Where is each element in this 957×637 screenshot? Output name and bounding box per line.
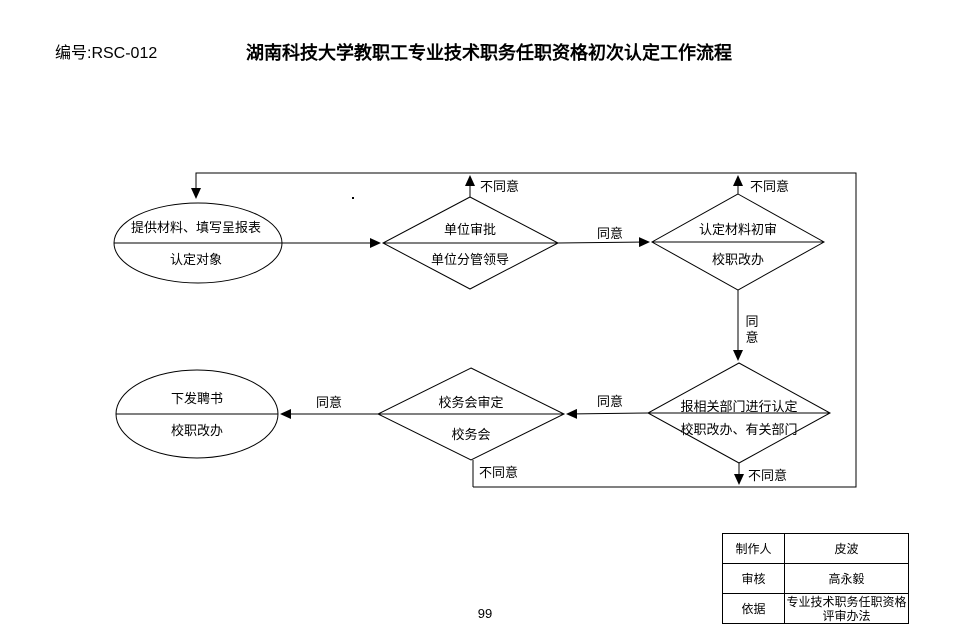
page-title: 湖南科技大学教职工专业技术职务任职资格初次认定工作流程 (246, 43, 732, 63)
edge-depts-to-council (566, 408, 649, 419)
node-issue-letter-action: 下发聘书 (171, 391, 223, 406)
node-related-depts-owner: 校职改办、有关部门 (680, 422, 797, 437)
node-initial-review: 认定材料初审 校职改办 (650, 193, 826, 291)
node-issue-letter: 下发聘书 校职改办 (115, 369, 279, 459)
table-row: 制作人 皮波 (722, 533, 909, 564)
node-start-action: 提供材料、填写呈报表 (131, 220, 261, 235)
edge-unit-to-review (557, 237, 650, 248)
label-disagree-depts: 不同意 (748, 468, 787, 483)
table-row: 依据 专业技术职务任职资格评审办法 (722, 593, 909, 624)
node-unit-approval-owner: 单位分管领导 (431, 252, 509, 267)
node-council-review-owner: 校务会 (451, 427, 490, 442)
node-council-review: 校务会审定 校务会 (376, 367, 566, 461)
node-unit-approval: 单位审批 单位分管领导 (381, 196, 560, 290)
disagree-feedback-path (191, 172, 857, 488)
label-agree-vertical-char2: 意 (745, 330, 758, 345)
table-cell-maker-value: 皮波 (784, 533, 909, 564)
node-related-depts-action: 报相关部门进行认定 (680, 399, 797, 414)
node-issue-letter-owner: 校职改办 (171, 423, 223, 438)
node-related-depts: 报相关部门进行认定 校职改办、有关部门 (646, 362, 832, 464)
node-start: 提供材料、填写呈报表 认定对象 (113, 202, 283, 284)
label-disagree-council: 不同意 (479, 465, 518, 480)
table-cell-basis-value: 专业技术职务任职资格评审办法 (784, 593, 909, 624)
table-cell-maker-label: 制作人 (722, 533, 785, 564)
doc-code: 编号:RSC-012 (55, 45, 158, 62)
node-council-review-action: 校务会审定 (438, 395, 503, 410)
label-disagree-review: 不同意 (750, 179, 789, 194)
table-cell-reviewer-value: 高永毅 (784, 563, 909, 594)
label-disagree-unit: 不同意 (480, 179, 519, 194)
table-cell-basis-label: 依据 (722, 593, 785, 624)
signature-table: 制作人 皮波 审核 高永毅 依据 专业技术职务任职资格评审办法 (722, 533, 909, 624)
stray-dot (352, 197, 354, 199)
label-agree-vertical-char1: 同 (745, 314, 758, 329)
page-number: 99 (477, 606, 493, 621)
node-initial-review-owner: 校职改办 (712, 252, 764, 267)
node-start-owner: 认定对象 (170, 252, 222, 267)
label-agree-council-to-letter: 同意 (316, 395, 342, 410)
node-initial-review-action: 认定材料初审 (699, 222, 777, 237)
label-agree-unit-to-review: 同意 (597, 226, 623, 241)
table-row: 审核 高永毅 (722, 563, 909, 594)
label-agree-depts-to-council: 同意 (597, 394, 623, 409)
node-unit-approval-action: 单位审批 (444, 222, 496, 237)
table-cell-reviewer-label: 审核 (722, 563, 785, 594)
